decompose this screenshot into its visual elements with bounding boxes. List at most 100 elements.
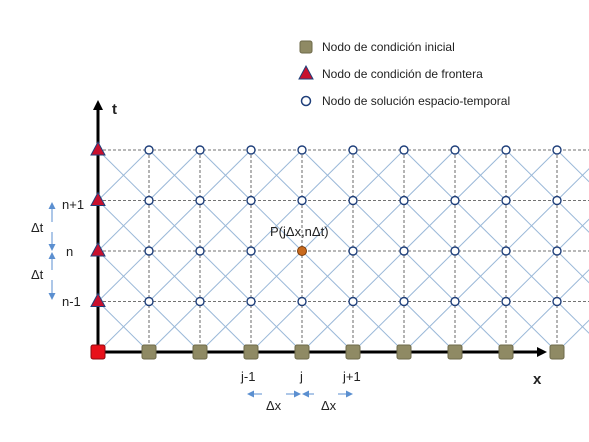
t-tick-n: n — [66, 244, 73, 259]
solution-node — [297, 195, 307, 206]
diagonal-line — [505, 250, 558, 302]
boundary-condition-node — [90, 140, 106, 156]
point-p-node — [297, 246, 307, 256]
solution-node — [246, 246, 256, 256]
boundary-condition-node — [90, 191, 106, 206]
diagonal-line — [97, 301, 150, 353]
solution-node — [552, 145, 562, 155]
diagonal-line — [403, 250, 456, 302]
t-tick-np1: n+1 — [62, 197, 84, 212]
legend-initial-swatch — [299, 40, 313, 54]
diagonal-line — [454, 149, 507, 201]
x-tick-j: j — [299, 369, 303, 384]
initial-condition-node — [549, 344, 565, 360]
x-axis-label: x — [533, 371, 542, 388]
dx-dimension-right: Δx — [302, 390, 353, 413]
corner-node — [90, 344, 106, 360]
diagonal-line — [505, 200, 558, 252]
solution-node — [144, 195, 154, 206]
diagonal-line — [352, 301, 405, 353]
solution-node — [246, 145, 256, 155]
solution-node — [144, 246, 154, 256]
diagonal-line — [250, 301, 303, 353]
diagonal-line — [301, 250, 354, 302]
dt-label-lower: Δt — [31, 267, 44, 282]
diagonal-line — [352, 149, 405, 201]
solution-node — [246, 195, 256, 206]
diagonal-line — [250, 149, 303, 201]
solution-node — [501, 145, 511, 155]
initial-condition-node — [345, 344, 361, 360]
legend-boundary-label: Nodo de condición de frontera — [322, 67, 483, 81]
diagonal-line — [97, 200, 150, 252]
diagonal-line — [556, 269, 589, 302]
diagonal-line — [403, 200, 456, 252]
diagonal-line — [556, 301, 589, 334]
solution-node — [552, 246, 562, 256]
diagonal-line — [97, 250, 150, 302]
solution-node — [195, 246, 205, 256]
legend-boundary-swatch — [298, 64, 314, 80]
diagonal-line — [148, 301, 201, 353]
dt-dimension-lower: Δt — [31, 252, 56, 300]
diagonal-line — [148, 250, 201, 302]
diagonal-line — [97, 149, 150, 201]
diagonal-line — [352, 250, 405, 302]
grid-diagonals — [97, 149, 589, 353]
diagonal-line — [250, 200, 303, 252]
dt-label-upper: Δt — [31, 220, 44, 235]
solution-node — [399, 296, 409, 307]
diagonal-line — [556, 218, 589, 252]
initial-condition-node — [294, 344, 310, 360]
initial-condition-node — [447, 344, 463, 360]
boundary-condition-node — [90, 241, 106, 257]
solution-node — [195, 195, 205, 206]
diagonal-line — [148, 200, 201, 252]
diagonal-line — [301, 200, 354, 252]
x-tick-jp1: j+1 — [342, 369, 361, 384]
dx-label-right: Δx — [321, 398, 337, 413]
solution-node — [348, 246, 358, 256]
solution-node — [348, 195, 358, 206]
diagonal-line — [556, 149, 589, 183]
initial-condition-node — [192, 344, 208, 360]
legend: Nodo de condición inicial Nodo de condic… — [298, 40, 510, 108]
solution-node — [246, 296, 256, 307]
diagonal-line — [352, 200, 405, 252]
diagonal-line — [505, 149, 558, 201]
solution-node — [501, 246, 511, 256]
diagonal-line — [556, 250, 589, 284]
solution-node — [552, 296, 562, 307]
initial-condition-node — [243, 344, 259, 360]
initial-condition-node — [396, 344, 412, 360]
solution-node — [297, 145, 307, 155]
diagonal-line — [199, 301, 252, 353]
diagonal-line — [556, 319, 589, 353]
legend-initial-label: Nodo de condición inicial — [322, 40, 455, 54]
initial-condition-node — [141, 344, 157, 360]
solution-node — [195, 296, 205, 307]
solution-node — [399, 195, 409, 206]
dx-label-left: Δx — [266, 398, 282, 413]
dx-dimension-left: Δx — [247, 390, 301, 413]
diagonal-line — [403, 301, 456, 353]
diagonal-line — [556, 168, 589, 201]
initial-condition-node — [498, 344, 514, 360]
solution-node — [195, 145, 205, 155]
diagonal-line — [505, 301, 558, 353]
diagonal-line — [556, 200, 589, 233]
dt-dimension-upper: Δt — [31, 202, 56, 251]
solution-node — [450, 145, 460, 155]
diagonal-line — [454, 250, 507, 302]
diagonal-line — [199, 200, 252, 252]
legend-solution-label: Nodo de solución espacio-temporal — [322, 94, 510, 108]
t-axis-label: t — [112, 101, 117, 118]
solution-node — [399, 145, 409, 155]
diagonal-line — [403, 149, 456, 201]
legend-solution-swatch — [300, 95, 312, 107]
t-tick-nm1: n-1 — [62, 294, 81, 309]
diagonal-line — [301, 149, 354, 201]
grid-lines — [98, 149, 589, 352]
